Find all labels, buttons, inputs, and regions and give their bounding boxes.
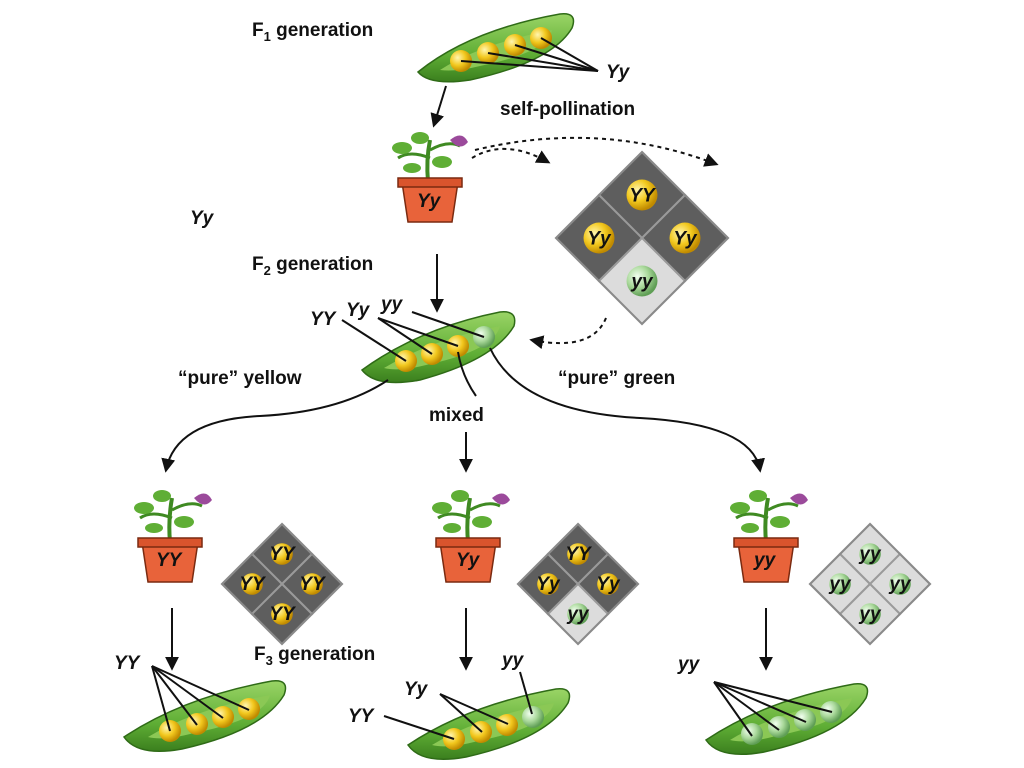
f3-green-potted-plant xyxy=(730,490,808,583)
f2-label-Yy: Yy xyxy=(346,300,371,321)
f3-mixed-label-Yy: Yy xyxy=(404,679,429,700)
pea-green xyxy=(889,573,911,595)
f1-pea-pod xyxy=(416,13,575,83)
punnett-cell-genotype: YY xyxy=(299,574,327,595)
punnett-cell-genotype: Yy xyxy=(536,574,561,595)
f3-yellow-potted-plant xyxy=(134,490,212,583)
f1-potted-plant xyxy=(392,132,468,223)
punnett-cell-genotype: yy xyxy=(888,574,912,595)
pure-green-label: “pure” green xyxy=(558,368,675,389)
self-pollination-arrow-long xyxy=(474,136,719,167)
punnett-cell-genotype: yy xyxy=(858,604,882,625)
punnett-cell-genotype: Yy xyxy=(673,229,698,250)
f3-green-pod-label: yy xyxy=(677,654,701,675)
self-pollination-label: self-pollination xyxy=(500,99,635,120)
pea-yellow xyxy=(626,179,658,211)
f2-generation-label: F2 generation xyxy=(252,254,373,278)
punnett-cell-genotype: yy xyxy=(566,604,590,625)
punnett-cell-genotype: yy xyxy=(828,574,852,595)
punnett-cell-genotype: YY xyxy=(269,604,297,625)
pea-green xyxy=(829,573,851,595)
pea-green xyxy=(768,716,790,738)
f3-yellow-pea-pod xyxy=(122,680,287,752)
punnett-cell-genotype: YY xyxy=(629,186,657,207)
f3-mixed-pea-pod xyxy=(406,688,571,760)
self-pollination-arrow-short xyxy=(471,148,551,164)
f2-label-yy: yy xyxy=(380,294,404,315)
arrow-to-green-branch xyxy=(489,347,765,473)
f3-mixed-label-YY: YY xyxy=(348,706,376,727)
pea-yellow xyxy=(241,573,263,595)
pea-green xyxy=(626,265,658,297)
pure-yellow-label: “pure” yellow xyxy=(178,368,302,389)
mixed-label: mixed xyxy=(429,405,484,426)
flower-icon xyxy=(492,493,510,505)
f2-pod-leader-lines xyxy=(341,311,485,397)
arrow-f1-pod-to-plant xyxy=(430,85,447,128)
stray-genotype-label: Yy xyxy=(190,208,215,229)
pea-yellow xyxy=(271,603,293,625)
pea-green xyxy=(859,603,881,625)
f1-pot-genotype: Yy xyxy=(417,191,442,212)
pea-yellow xyxy=(537,573,559,595)
f3-yellow-pot-genotype: YY xyxy=(156,550,184,571)
pea-yellow xyxy=(669,222,701,254)
f1-pod-genotype: Yy xyxy=(606,62,631,83)
pea-yellow xyxy=(496,714,518,736)
arrow-to-yellow-branch xyxy=(161,379,389,473)
f3-green-pot-genotype: yy xyxy=(753,550,777,571)
flower-icon xyxy=(790,493,808,505)
punnett-cell-genotype: Yy xyxy=(587,229,612,250)
pea-green xyxy=(859,543,881,565)
pea-yellow xyxy=(583,222,615,254)
pea-green xyxy=(567,603,589,625)
f1-generation-label: F1 generation xyxy=(252,20,373,44)
punnett-cell-genotype: YY xyxy=(239,574,267,595)
f3-mixed-potted-plant xyxy=(432,490,510,583)
f3-generation-label: F3 generation xyxy=(254,644,375,668)
f1-pod-leader-lines xyxy=(460,37,599,72)
f2-label-YY: YY xyxy=(310,309,338,330)
f1-punnett-square: YY Yy Yy yy xyxy=(554,150,730,326)
f3-mixed-label-yy: yy xyxy=(501,650,525,671)
punnett-to-f2-arrow xyxy=(529,317,607,350)
pea-yellow xyxy=(567,543,589,565)
pea-yellow xyxy=(597,573,619,595)
punnett-cell-genotype: yy xyxy=(630,272,654,293)
punnett-cell-genotype: YY xyxy=(269,544,297,565)
f3-mixed-pot-genotype: Yy xyxy=(456,550,481,571)
f3-green-leader-lines xyxy=(713,681,833,737)
pea-green xyxy=(522,706,544,728)
punnett-cell-genotype: Yy xyxy=(596,574,621,595)
punnett-cell-genotype: yy xyxy=(858,544,882,565)
f3-yellow-pod-label: YY xyxy=(114,653,142,674)
flower-icon xyxy=(194,493,212,505)
pea-yellow xyxy=(271,543,293,565)
f3-yellow-leader-lines xyxy=(151,665,250,732)
f3-mixed-leader-lines xyxy=(383,671,533,740)
flower-icon xyxy=(450,135,468,147)
punnett-cell-genotype: YY xyxy=(565,544,593,565)
pea-green xyxy=(794,709,816,731)
pea-yellow xyxy=(301,573,323,595)
